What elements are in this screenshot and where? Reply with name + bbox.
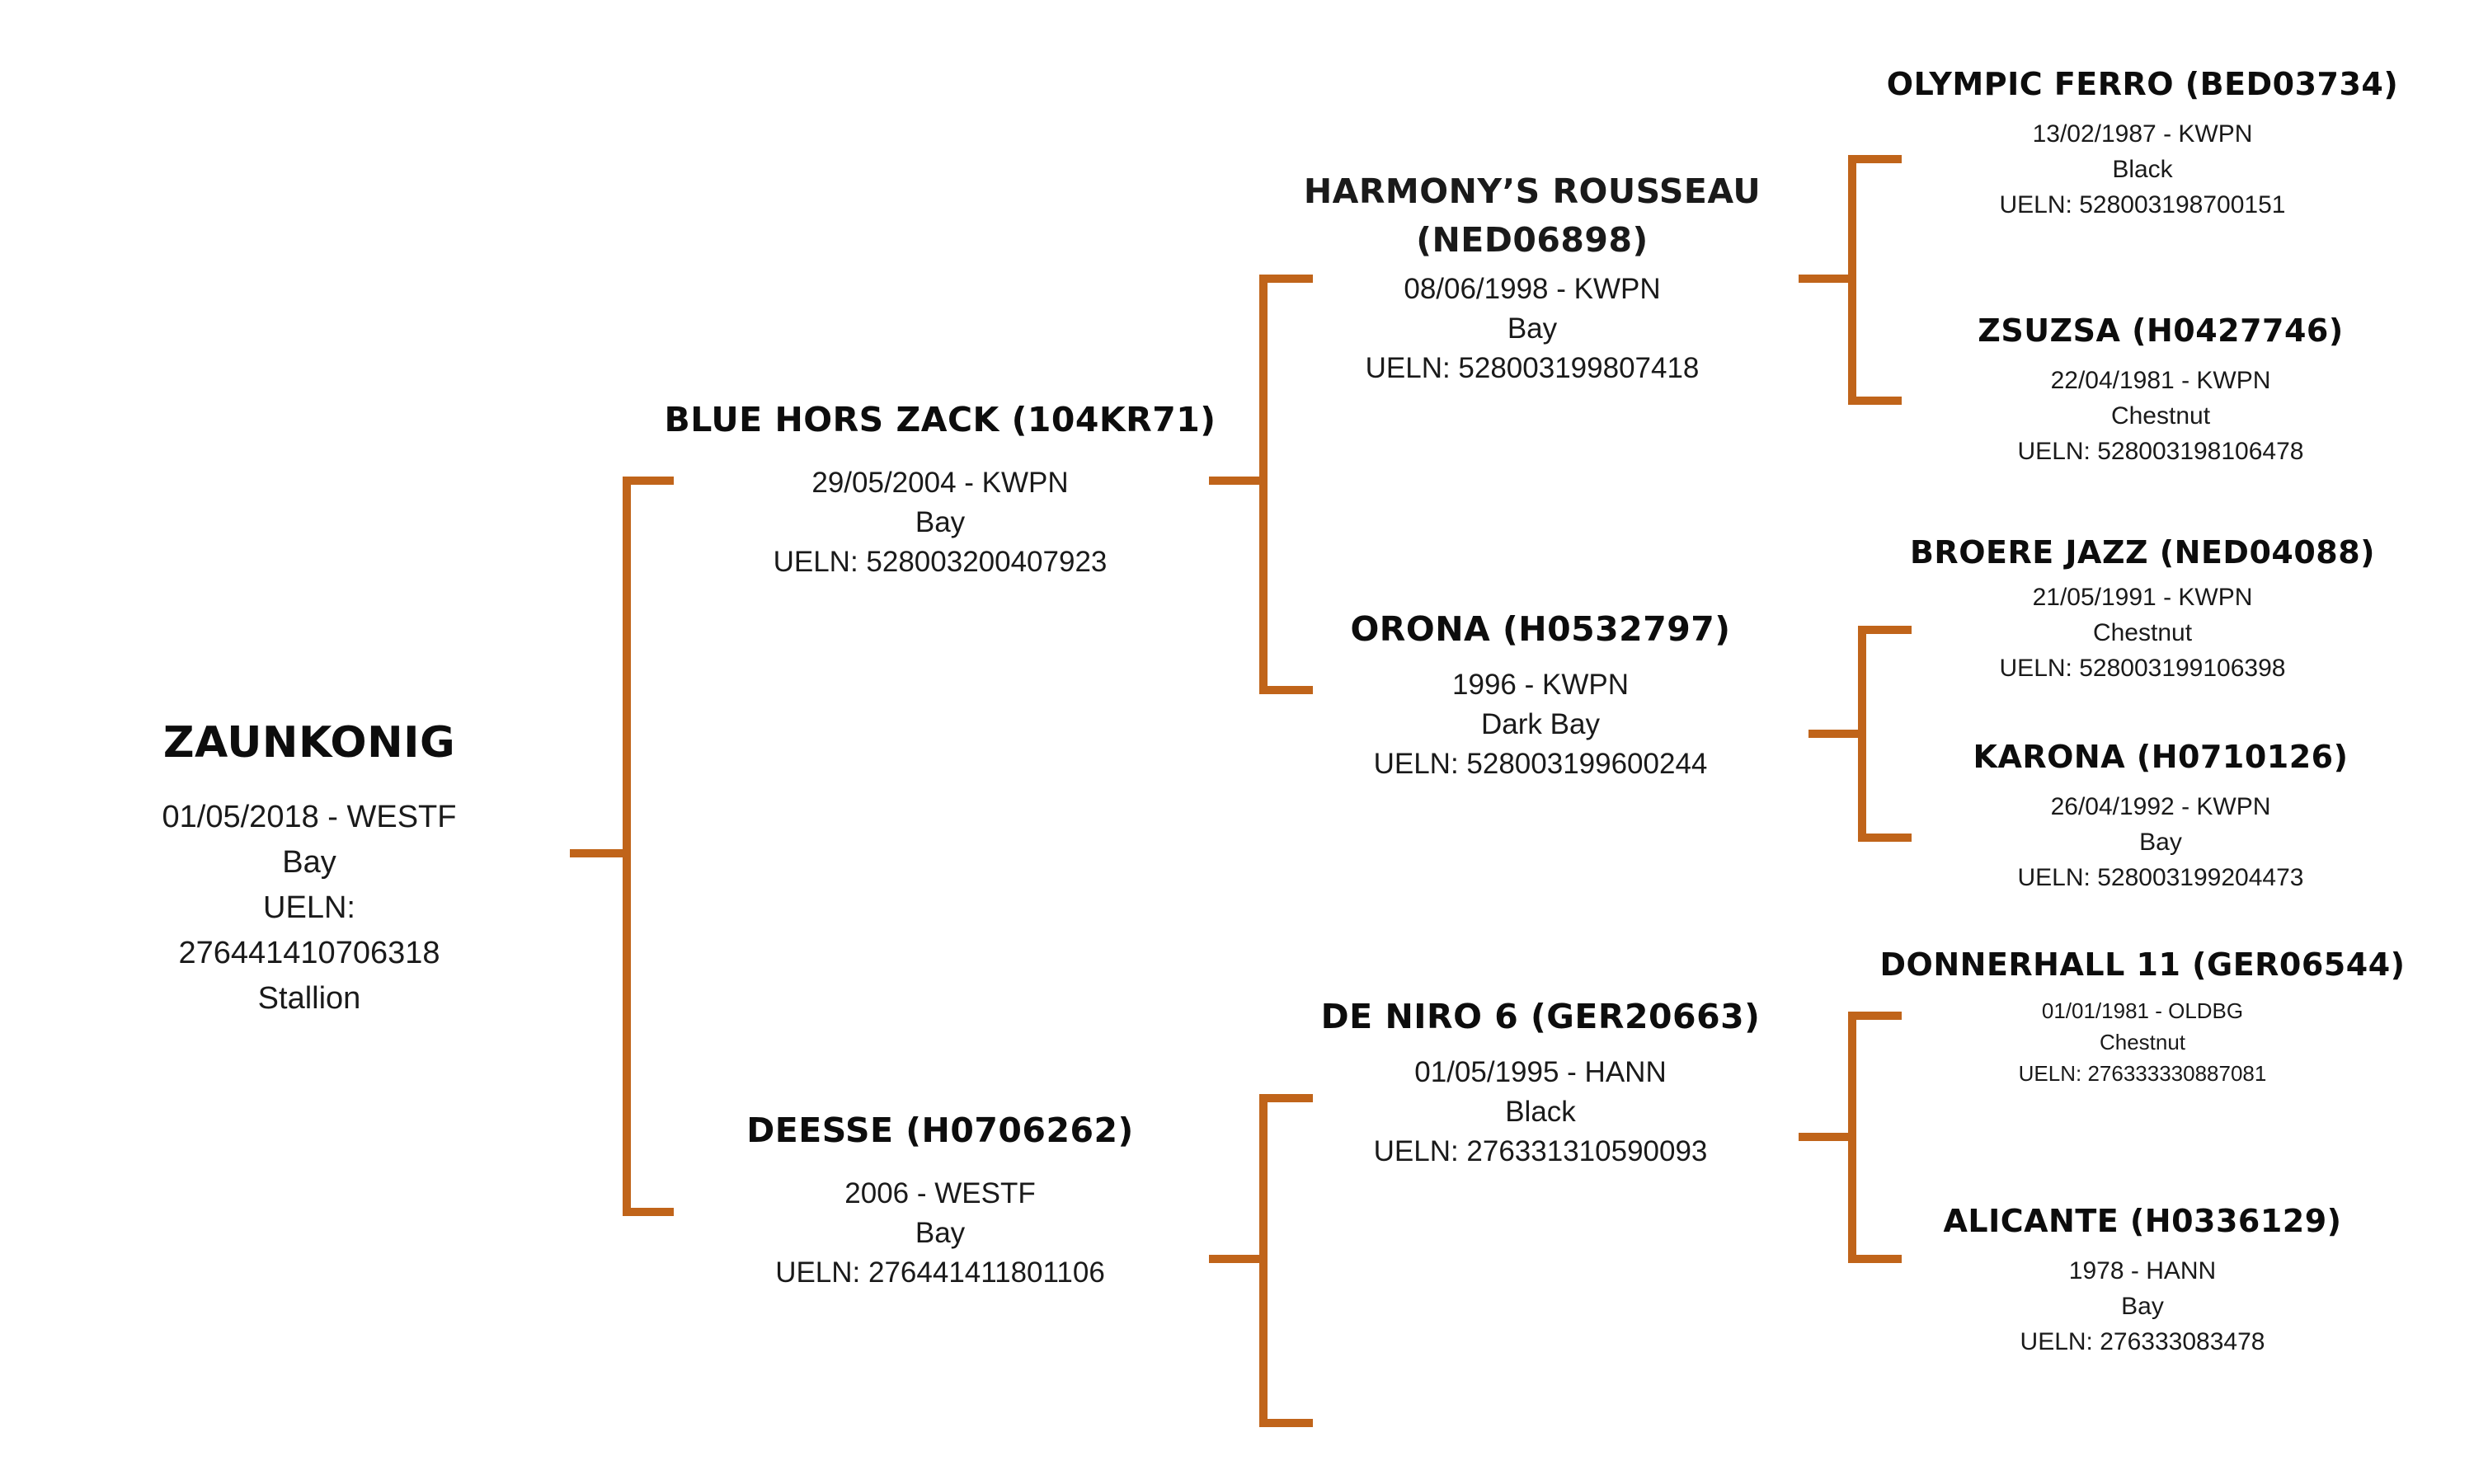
sire-sire-name: HARMONY’S ROUSSEAU (NED06898): [1304, 167, 1761, 265]
bracket-sire-parents: [1209, 275, 1313, 694]
ss-dam-name: ZSUZSA (H0427746): [1978, 312, 2344, 349]
sire-sire-node: HARMONY’S ROUSSEAU (NED06898) 08/06/1998…: [1304, 167, 1761, 388]
sire-dam-ueln: UELN: 528003199600244: [1373, 748, 1708, 780]
ss-sire-name: OLYMPIC FERRO (BED03734): [1886, 66, 2399, 102]
sire-node: BLUE HORS ZACK (104KR71) 29/05/2004 - KW…: [664, 397, 1216, 582]
sire-details: 29/05/2004 - KWPN Bay UELN: 528003200407…: [664, 463, 1216, 582]
ss-dam-node: ZSUZSA (H0427746) 22/04/1981 - KWPN Ches…: [1978, 310, 2343, 469]
sd-sire-color: Chestnut: [2092, 619, 2193, 646]
dam-color: Bay: [915, 1217, 966, 1249]
sd-sire-name: BROERE JAZZ (NED04088): [1909, 534, 2376, 571]
subject-ueln: 276441410706318: [178, 936, 440, 970]
sire-sire-color: Bay: [1507, 312, 1558, 345]
dam-node: DEESSE (H0706262) 2006 - WESTF Bay UELN:…: [746, 1108, 1134, 1293]
sire-dam-name: ORONA (H0532797): [1350, 609, 1731, 649]
sire-birth: 29/05/2004 - KWPN: [811, 467, 1069, 499]
ds-sire-name: DONNERHALL 11 (GER06544): [1879, 946, 2406, 983]
sire-color: Bay: [915, 506, 966, 538]
dam-sire-details: 01/05/1995 - HANN Black UELN: 2763313105…: [1321, 1053, 1761, 1172]
sd-sire-node: BROERE JAZZ (NED04088) 21/05/1991 - KWPN…: [1910, 532, 2375, 686]
dam-birth: 2006 - WESTF: [844, 1177, 1036, 1209]
ss-dam-color: Chestnut: [2110, 402, 2211, 430]
sire-sire-details: 08/06/1998 - KWPN Bay UELN: 528003199807…: [1304, 270, 1761, 388]
subject-color: Bay: [282, 845, 336, 880]
sire-ueln: UELN: 528003200407923: [773, 546, 1108, 578]
subject-sex: Stallion: [257, 981, 361, 1016]
ss-sire-color: Black: [2112, 156, 2173, 183]
dam-sire-color: Black: [1505, 1096, 1576, 1128]
ds-sire-birth: 01/01/1981 - OLDBG: [2041, 998, 2244, 1023]
ss-dam-ueln: UELN: 528003198106478: [2017, 438, 2304, 465]
ds-dam-color: Bay: [2121, 1293, 2164, 1320]
ds-sire-ueln: UELN: 276333330887081: [2018, 1061, 2267, 1086]
ss-dam-birth: 22/04/1981 - KWPN: [2050, 367, 2271, 394]
ss-sire-birth: 13/02/1987 - KWPN: [2032, 120, 2253, 148]
ds-dam-ueln: UELN: 276333083478: [2020, 1328, 2265, 1355]
sire-dam-color: Dark Bay: [1481, 708, 1600, 740]
sire-dam-node: ORONA (H0532797) 1996 - KWPN Dark Bay UE…: [1350, 605, 1730, 784]
subject-horse: ZAUNKONIG 01/05/2018 - WESTF Bay UELN: 2…: [162, 714, 457, 1021]
ds-dam-details: 1978 - HANN Bay UELN: 276333083478: [1943, 1253, 2341, 1360]
ds-sire-details: 01/01/1981 - OLDBG Chestnut UELN: 276333…: [1880, 995, 2406, 1089]
sd-sire-details: 21/05/1991 - KWPN Chestnut UELN: 5280031…: [1910, 580, 2375, 686]
sd-dam-ueln: UELN: 528003199204473: [2017, 864, 2304, 891]
dam-ueln: UELN: 276441411801106: [775, 1256, 1105, 1289]
sire-dam-birth: 1996 - KWPN: [1452, 669, 1629, 701]
bracket-sire-dam-parents: [1808, 626, 1912, 842]
ds-sire-color: Chestnut: [2099, 1030, 2186, 1054]
sd-dam-details: 26/04/1992 - KWPN Bay UELN: 528003199204…: [1973, 789, 2349, 895]
subject-details: 01/05/2018 - WESTF Bay UELN: 27644141070…: [162, 795, 457, 1021]
dam-sire-birth: 01/05/1995 - HANN: [1414, 1056, 1667, 1088]
subject-name: ZAUNKONIG: [162, 718, 456, 768]
dam-sire-ueln: UELN: 276331310590093: [1373, 1135, 1708, 1167]
dam-details: 2006 - WESTF Bay UELN: 276441411801106: [746, 1174, 1134, 1293]
ss-dam-details: 22/04/1981 - KWPN Chestnut UELN: 5280031…: [1978, 363, 2343, 469]
dam-name: DEESSE (H0706262): [746, 1111, 1134, 1150]
sd-dam-node: KARONA (H0710126) 26/04/1992 - KWPN Bay …: [1973, 736, 2349, 895]
sire-dam-details: 1996 - KWPN Dark Bay UELN: 5280031996002…: [1350, 665, 1730, 784]
sd-dam-birth: 26/04/1992 - KWPN: [2050, 793, 2271, 820]
dam-sire-node: DE NIRO 6 (GER20663) 01/05/1995 - HANN B…: [1321, 993, 1761, 1172]
bracket-subject-parents: [570, 477, 674, 1216]
sd-dam-name: KARONA (H0710126): [1973, 739, 2349, 775]
subject-birth: 01/05/2018 - WESTF: [162, 800, 457, 834]
ds-dam-node: ALICANTE (H0336129) 1978 - HANN Bay UELN…: [1943, 1200, 2341, 1360]
ds-dam-birth: 1978 - HANN: [2068, 1257, 2217, 1284]
sire-sire-birth: 08/06/1998 - KWPN: [1404, 273, 1661, 305]
ds-dam-name: ALICANTE (H0336129): [1943, 1203, 2342, 1239]
sd-sire-ueln: UELN: 528003199106398: [1999, 655, 2286, 682]
sire-name: BLUE HORS ZACK (104KR71): [664, 400, 1216, 439]
ds-sire-node: DONNERHALL 11 (GER06544) 01/01/1981 - OL…: [1880, 944, 2406, 1089]
dam-sire-name: DE NIRO 6 (GER20663): [1320, 997, 1761, 1036]
sd-dam-color: Bay: [2139, 829, 2182, 856]
bracket-sire-sire-parents: [1799, 155, 1902, 405]
ss-sire-ueln: UELN: 528003198700151: [1999, 191, 2286, 218]
bracket-dam-parents: [1209, 1094, 1313, 1427]
bracket-dam-sire-parents: [1799, 1012, 1902, 1263]
sire-sire-name-line2: (NED06898): [1416, 220, 1649, 260]
sd-sire-birth: 21/05/1991 - KWPN: [2032, 584, 2253, 611]
sire-sire-name-line1: HARMONY’S ROUSSEAU: [1303, 171, 1761, 211]
sire-sire-ueln: UELN: 528003199807418: [1365, 352, 1700, 384]
ss-sire-details: 13/02/1987 - KWPN Black UELN: 5280031987…: [1887, 116, 2398, 223]
ss-sire-node: OLYMPIC FERRO (BED03734) 13/02/1987 - KW…: [1887, 63, 2398, 223]
subject-ueln-label: UELN:: [263, 890, 355, 925]
